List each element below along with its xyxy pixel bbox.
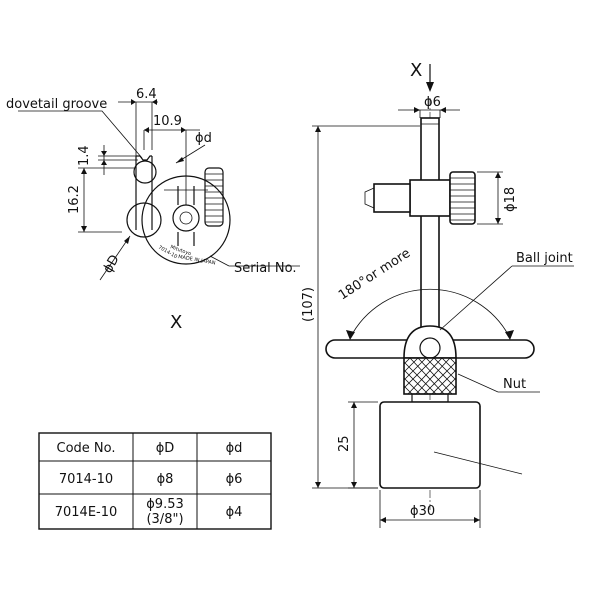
label-nut: Nut [503,377,526,392]
dim-phi-6-line [398,109,460,118]
table-cell-r1-D: ϕ8 [157,472,174,487]
nut-knurl-b [403,357,457,395]
dim-16-2: 16.2 [67,185,82,214]
dim-107: (107) [301,287,316,322]
label-ball-joint: Ball joint [516,251,573,266]
dim-6-4-ext [135,102,153,156]
dim-phi-6: ϕ6 [424,95,441,110]
dim-phi-18: ϕ18 [503,187,518,212]
view-x-detail: 7014-10 Mitutoyo MADE IN JAPAN 6.4 10.9 … [6,87,300,333]
table-cell-r1-d: ϕ6 [226,472,243,487]
clamp-knob-knurl [450,177,475,221]
dim-phi-30-line [379,490,481,528]
dovetail-profile [136,155,152,161]
dim-phi-d: ϕd [195,131,212,146]
slot-walls [135,156,153,230]
dim-phi-18-line [477,171,503,225]
label-rotation: 180°or more [336,246,413,303]
rod-clamp [409,179,451,217]
ball-joint [403,325,457,359]
table-cell-r2-code: 7014E-10 [55,505,118,520]
dim-25-line [348,401,378,489]
dovetail-lobe [133,160,157,184]
table-header-code: Code No. [57,441,116,456]
holder-tip [364,187,375,209]
table-header-phi-d: ϕd [226,441,243,456]
dim-107-line [312,125,420,489]
dim-phi-30: ϕ30 [410,504,435,519]
rotation-arc [349,288,511,339]
magnetic-base [379,401,481,489]
view-x-arrow-label: X [410,60,422,81]
holder-sleeve [373,183,411,213]
dim-6-4: 6.4 [136,87,157,102]
dovetail-leader [18,110,143,159]
table-border [38,432,272,530]
knurled-nut [403,357,457,395]
table-cell-r2-D-sub: (3/8") [146,512,183,527]
bore-d [172,204,200,232]
dim-16-2-line [78,167,134,233]
table-cell-r1-code: 7014-10 [59,472,113,487]
table-cell-r2-D: ϕ9.53 [146,497,184,512]
base-leader [433,451,523,475]
table-cell-r2-d: ϕ4 [226,505,243,520]
knob-knurl [205,173,223,223]
clamp-knob [449,171,476,225]
bore-slot [177,186,195,246]
knurled-knob [204,167,224,227]
phi-D-leader [99,235,131,281]
ball-joint-leader [439,265,574,331]
table-header-phi-D: ϕD [156,441,175,456]
dim-10-9-line [143,129,200,205]
label-dovetail-groove: dovetail groove [6,97,107,112]
label-serial-no: Serial No. [234,261,297,276]
dim-phi-D: ϕD [100,252,122,276]
bore-d-inner [179,211,193,225]
nut-knurl-a [403,357,457,395]
dim-10-9: 10.9 [153,114,182,129]
stand-elevation: X ϕ6 ϕ18 [301,60,574,528]
vertical-rod [420,117,440,329]
spec-table: Code No. ϕD ϕd 7014-10 ϕ8 ϕ6 7014E-10 ϕ9… [38,432,272,530]
serial-leader [209,255,300,267]
dim-1-4: 1.4 [77,145,92,166]
bore-D [126,202,162,238]
nut-leader [457,373,540,393]
view-x-label: X [170,312,182,333]
dim-25: 25 [337,435,352,452]
